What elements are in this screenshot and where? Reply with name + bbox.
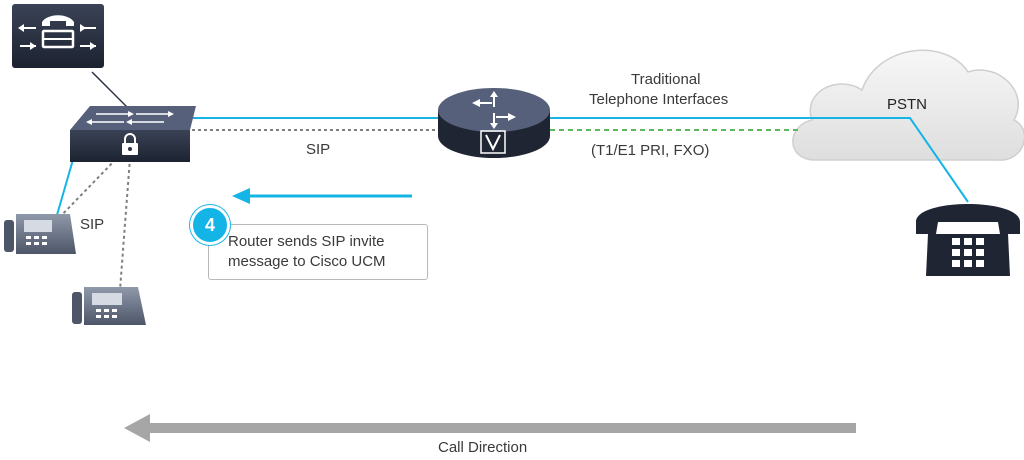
step-text-line1: Router sends SIP invite (228, 233, 385, 250)
ucm-switch-link (91, 71, 131, 111)
step-text-line2: message to Cisco UCM (228, 253, 386, 270)
pstn-label: PSTN (887, 96, 928, 113)
t1e1-label: (T1/E1 PRI, FXO) (591, 142, 710, 159)
secure-switch-icon (70, 106, 196, 162)
cisco-ucm-icon (12, 4, 104, 68)
ip-phone-icon (72, 287, 146, 325)
step-callout: Router sends SIP invite message to Cisco… (208, 224, 428, 280)
call-direction-arrow (124, 414, 856, 442)
telephone-interfaces-label: Telephone Interfaces (589, 91, 729, 108)
call-direction-label: Call Direction (438, 439, 528, 456)
step-number-badge: 4 (190, 205, 230, 245)
ip-phone-icon (4, 214, 76, 254)
sip-trunk-label: SIP (306, 141, 331, 158)
voice-router-icon (438, 88, 550, 158)
analog-phone-icon (916, 204, 1020, 276)
traditional-label: Traditional (631, 71, 701, 88)
phone2-link (119, 157, 131, 291)
pstn-cloud-icon (792, 49, 1024, 161)
sip-invite-arrow (232, 188, 412, 204)
sip-phone-label: SIP (80, 216, 105, 233)
